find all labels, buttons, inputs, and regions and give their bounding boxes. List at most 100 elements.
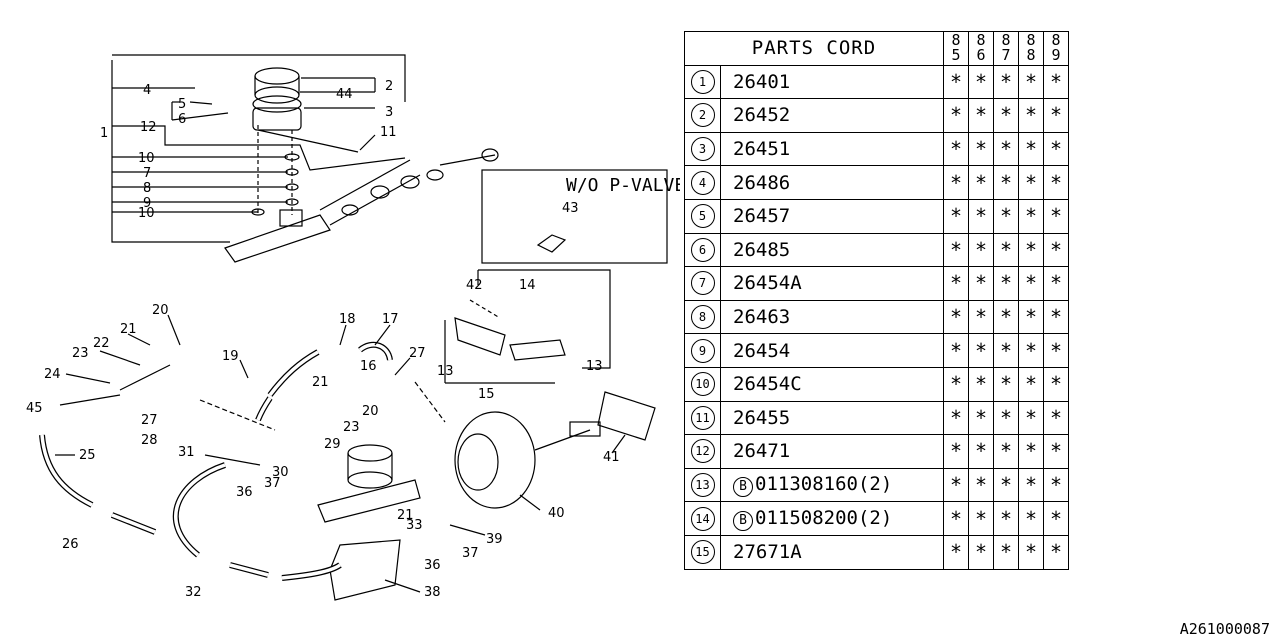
year-mark: * <box>1018 64 1044 100</box>
callout-30: 30 <box>272 465 289 480</box>
callout-17: 17 <box>382 312 399 327</box>
year-mark: * <box>968 299 994 335</box>
callout-29: 29 <box>324 437 341 452</box>
year-mark: * <box>968 467 994 503</box>
year-mark: * <box>968 64 994 100</box>
year-mark: * <box>943 198 969 234</box>
year-mark: * <box>1043 131 1069 167</box>
inset-title: W/O P-VALVE <box>566 175 680 196</box>
year-mark: * <box>1043 333 1069 368</box>
callout-7: 7 <box>143 166 151 181</box>
seal-stack <box>251 153 300 216</box>
callout-23b: 23 <box>343 420 360 435</box>
leader-12 <box>112 125 406 171</box>
callout-31: 31 <box>178 445 195 460</box>
callout-27b: 27 <box>409 346 426 361</box>
year-mark: * <box>943 131 969 167</box>
year-mark: * <box>993 333 1019 368</box>
year-mark: * <box>943 534 969 570</box>
part-code: 26455 <box>720 400 944 436</box>
callout-13b: 13 <box>586 359 603 374</box>
year-mark: * <box>993 98 1019 133</box>
year-mark: * <box>968 333 994 368</box>
inset-box <box>481 169 668 264</box>
callout-38: 38 <box>424 585 441 600</box>
part-code: 26401 <box>720 64 944 100</box>
ref-number: 7 <box>684 266 721 301</box>
gasket-41 <box>597 391 656 441</box>
year-mark: * <box>943 165 969 200</box>
year-mark: * <box>1018 333 1044 368</box>
part-code: 26463 <box>720 299 944 335</box>
year-mark: * <box>1018 266 1044 301</box>
part-code: 26454 <box>720 333 944 368</box>
callout-10a: 10 <box>138 151 155 166</box>
header-parts-cord: PARTS CORD <box>684 31 944 66</box>
callout-44: 44 <box>336 87 353 102</box>
master-cylinder-body <box>224 214 331 263</box>
year-mark: * <box>943 333 969 368</box>
year-mark: * <box>1043 165 1069 200</box>
year-mark: * <box>968 131 994 167</box>
year-mark: * <box>1018 165 1044 200</box>
year-mark: * <box>943 366 969 402</box>
reservoir-cap <box>254 67 300 85</box>
ref-number: 8 <box>684 299 721 335</box>
callout-16: 16 <box>360 359 377 374</box>
part-code: 26454A <box>720 266 944 301</box>
year-mark: * <box>993 131 1019 167</box>
ref-number: 3 <box>684 131 721 167</box>
part-code: 26454C <box>720 366 944 402</box>
year-mark: * <box>1018 198 1044 234</box>
callout-19: 19 <box>222 349 239 364</box>
year-mark: * <box>993 165 1019 200</box>
year-mark: * <box>943 266 969 301</box>
callout-12: 12 <box>140 120 157 135</box>
callout-25: 25 <box>79 448 96 463</box>
callout-22: 22 <box>93 336 110 351</box>
callout-27a: 27 <box>141 413 158 428</box>
callout-9: 9 <box>143 196 151 211</box>
callout-36b: 36 <box>424 558 441 573</box>
year-mark: * <box>1043 64 1069 100</box>
year-mark: * <box>993 467 1019 503</box>
ref-number: 2 <box>684 98 721 133</box>
year-mark: * <box>993 198 1019 234</box>
year-mark: * <box>1043 299 1069 335</box>
year-mark: * <box>993 64 1019 100</box>
year-mark: * <box>1043 232 1069 268</box>
year-mark: * <box>968 98 994 133</box>
year-mark: * <box>943 232 969 268</box>
year-mark: * <box>1018 501 1044 536</box>
callout-5: 5 <box>178 97 186 112</box>
year-mark: * <box>1018 434 1044 469</box>
year-mark: * <box>968 232 994 268</box>
callout-15: 15 <box>478 387 495 402</box>
year-mark: * <box>1043 198 1069 234</box>
year-mark: * <box>993 366 1019 402</box>
ref-number: 5 <box>684 198 721 234</box>
inset-callout: 43 <box>562 201 579 216</box>
bracket-line-2 <box>112 54 406 102</box>
year-mark: * <box>993 534 1019 570</box>
callout-4: 4 <box>143 83 151 98</box>
year-mark: * <box>993 232 1019 268</box>
part-code: 26471 <box>720 434 944 469</box>
callout-41: 41 <box>603 450 620 465</box>
callout-23a: 23 <box>72 346 89 361</box>
year-mark: * <box>1043 534 1069 570</box>
year-mark: * <box>993 299 1019 335</box>
year-mark: * <box>1043 501 1069 536</box>
ref-number: 13 <box>684 467 721 503</box>
